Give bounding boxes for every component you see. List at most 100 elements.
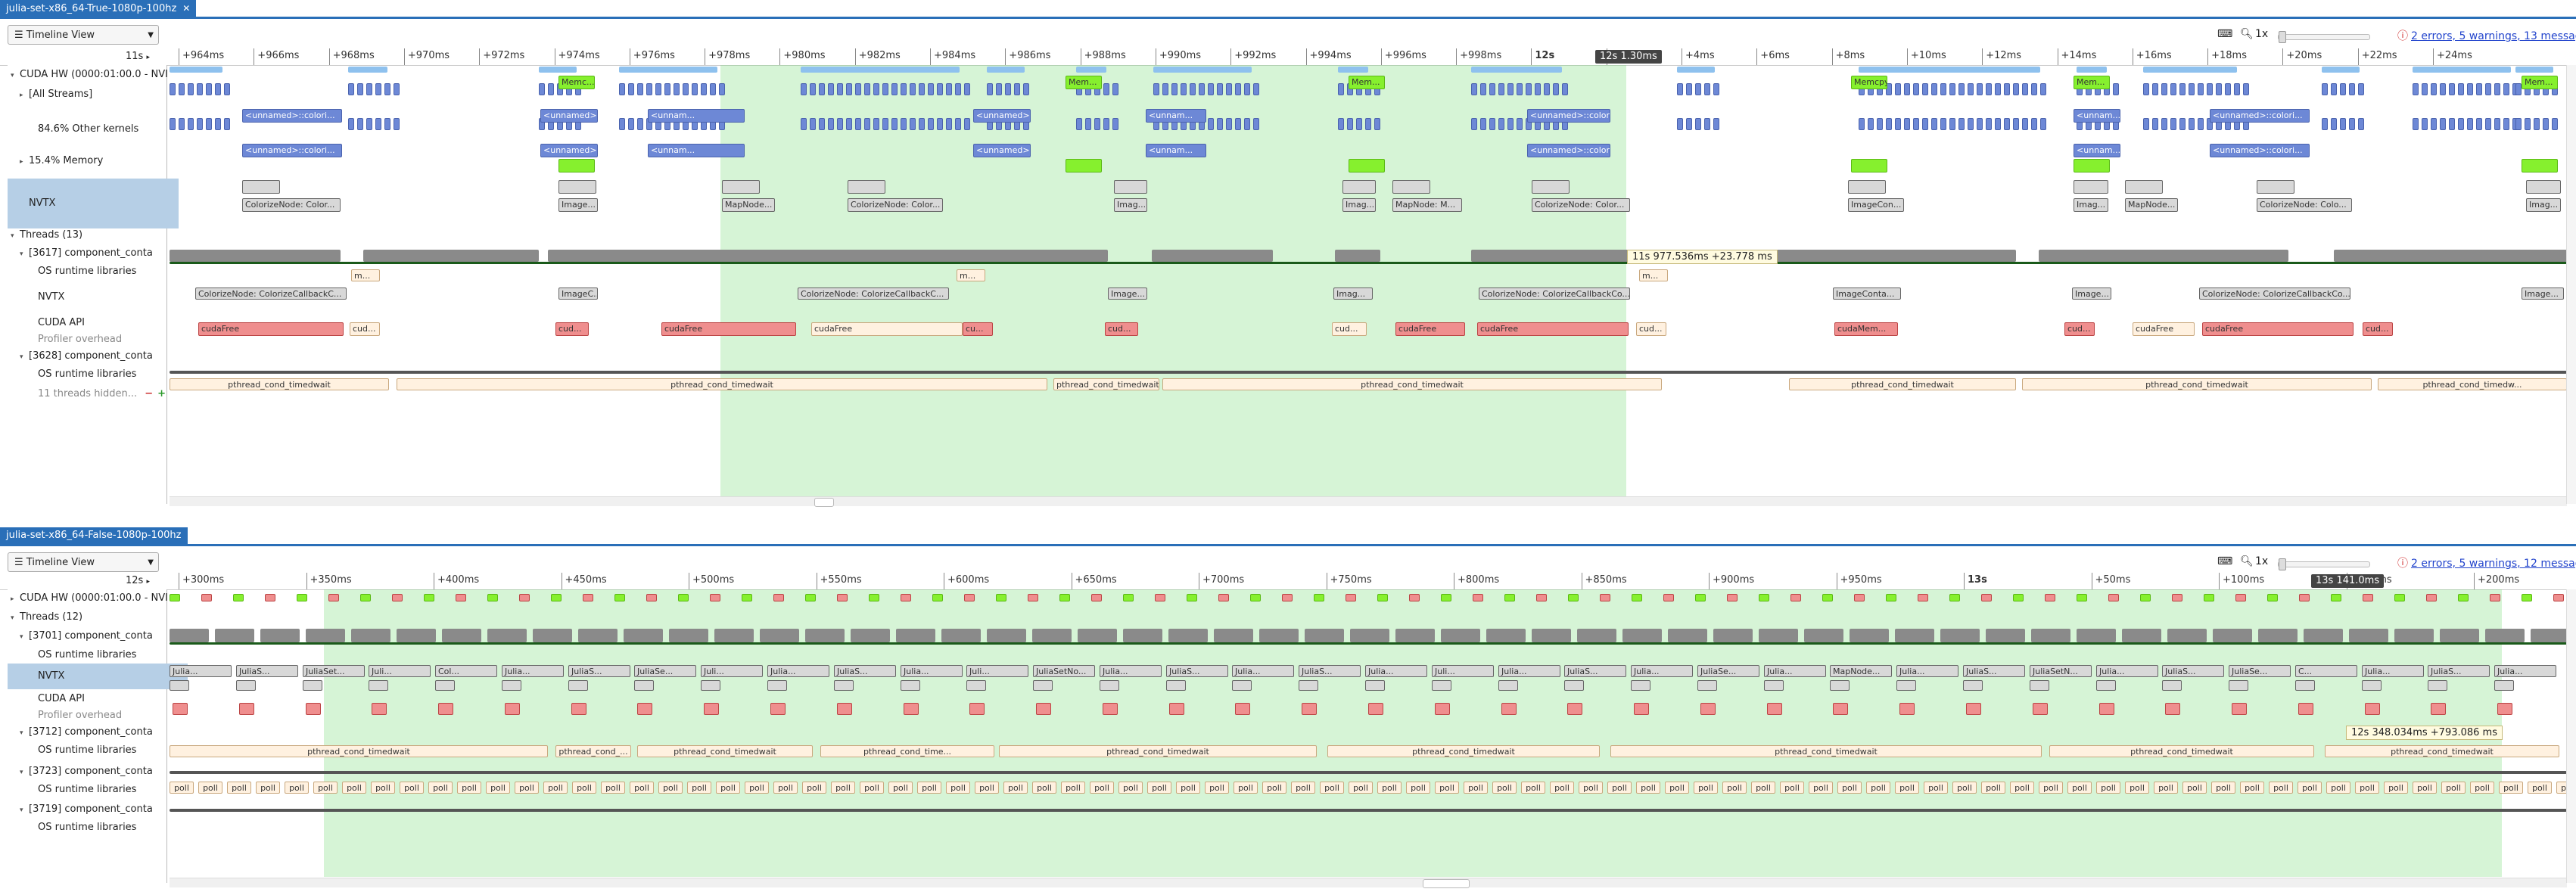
os-runtime-call[interactable]: m... — [1639, 269, 1668, 281]
cuda-api-call[interactable] — [2497, 703, 2512, 715]
kernel-bar[interactable] — [1995, 118, 2001, 130]
thread-activity-bar[interactable] — [170, 629, 209, 642]
kernel-label-bar[interactable]: <unnamed>::colori... — [242, 109, 342, 123]
kernel-bar[interactable] — [197, 118, 203, 130]
poll-call[interactable]: poll — [917, 782, 941, 794]
nvtx-range[interactable]: JuliaS... — [1564, 665, 1626, 677]
gpu-activity-mark[interactable] — [2299, 594, 2310, 601]
nvtx-range[interactable] — [2526, 180, 2561, 194]
kernel-bar[interactable] — [710, 83, 716, 95]
time-ruler[interactable]: 11s ▸ +964ms+966ms+968ms+970ms+972ms+974… — [0, 48, 2576, 66]
tree-row[interactable]: OS runtime libraries — [8, 742, 188, 759]
nvtx-range[interactable]: Julia... — [1764, 665, 1826, 677]
kernel-bar[interactable] — [1244, 83, 1250, 95]
kernel-bar[interactable] — [548, 83, 554, 95]
tree-row[interactable]: ▾[3719] component_conta — [8, 801, 179, 818]
kernel-bar[interactable] — [628, 83, 634, 95]
kernel-bar[interactable] — [2170, 83, 2176, 95]
nvtx-range[interactable] — [966, 680, 986, 691]
nvtx-range[interactable]: JuliaS... — [236, 665, 298, 677]
poll-call[interactable]: poll — [745, 782, 769, 794]
kernel-bar[interactable] — [619, 83, 625, 95]
thread-activity-bar[interactable] — [2122, 629, 2161, 642]
kernel-bar[interactable] — [701, 83, 707, 95]
thread-nvtx-range[interactable]: Image... — [1108, 287, 1147, 300]
thread-nvtx-range[interactable]: Imag... — [1333, 287, 1373, 300]
kernel-bar[interactable] — [2449, 118, 2455, 130]
tree-row[interactable]: OS runtime libraries — [8, 366, 188, 383]
gpu-activity-mark[interactable] — [551, 594, 562, 601]
kernel-bar[interactable] — [1968, 118, 1974, 130]
pthread-wait[interactable]: pthread_cond_... — [555, 745, 631, 757]
poll-call[interactable]: poll — [716, 782, 740, 794]
nvtx-range[interactable] — [2096, 680, 2116, 691]
kernel-label-bar[interactable]: <unnam... — [1146, 144, 1206, 157]
stream-activity-bar[interactable] — [1338, 67, 1368, 73]
kernel-label-bar[interactable]: <unnam... — [648, 144, 745, 157]
gpu-activity-mark[interactable] — [2045, 594, 2055, 601]
gpu-activity-mark[interactable] — [2013, 594, 2024, 601]
nvtx-range[interactable] — [722, 180, 760, 194]
kernel-bar[interactable] — [2161, 83, 2167, 95]
thread-nvtx-range[interactable]: Image... — [2522, 287, 2564, 300]
horizontal-scrollbar[interactable] — [170, 878, 2567, 888]
nvtx-range[interactable] — [1166, 680, 1186, 691]
kernel-bar[interactable] — [2179, 83, 2186, 95]
tree-row[interactable]: ▾[3701] component_conta — [8, 628, 179, 645]
kernel-bar[interactable] — [987, 83, 993, 95]
kernel-bar[interactable] — [170, 118, 176, 130]
cuda-api-call[interactable]: cud... — [555, 322, 589, 336]
kernel-bar[interactable] — [819, 83, 825, 95]
poll-call[interactable]: poll — [687, 782, 711, 794]
kernel-bar[interactable] — [1374, 118, 1380, 130]
kernel-bar[interactable] — [188, 118, 194, 130]
kernel-bar[interactable] — [2413, 83, 2419, 95]
gpu-activity-mark[interactable] — [1504, 594, 1515, 601]
kernel-bar[interactable] — [2552, 118, 2558, 130]
nvtx-range[interactable]: MapNode... — [2125, 198, 2178, 212]
poll-call[interactable]: poll — [1147, 782, 1171, 794]
kernel-bar[interactable] — [1517, 83, 1523, 95]
poll-call[interactable]: poll — [2298, 782, 2322, 794]
kernel-bar[interactable] — [2207, 83, 2213, 95]
kernel-bar[interactable] — [2179, 118, 2186, 130]
kernel-label-bar[interactable]: <unnam... — [1146, 109, 1206, 123]
kernel-bar[interactable] — [1217, 118, 1223, 130]
kernel-bar[interactable] — [1931, 118, 1937, 130]
thread-nvtx-range[interactable]: ColorizeNode: ColorizeCallbackC... — [195, 287, 347, 300]
nvtx-range[interactable]: Imag... — [2074, 198, 2108, 212]
poll-call[interactable]: poll — [2010, 782, 2034, 794]
nvtx-range[interactable] — [435, 680, 455, 691]
cuda-api-call[interactable] — [505, 703, 520, 715]
thread-activity-bar[interactable] — [1577, 629, 1616, 642]
poll-call[interactable]: poll — [457, 782, 481, 794]
kernel-bar[interactable] — [1931, 83, 1937, 95]
thread-activity-bar[interactable] — [1804, 629, 1843, 642]
memory-bar[interactable] — [2522, 159, 2558, 172]
kernel-bar[interactable] — [1103, 118, 1109, 130]
stream-activity-bar[interactable] — [2077, 67, 2107, 73]
cuda-api-call[interactable]: cud... — [1332, 322, 1367, 336]
poll-call[interactable]: poll — [1809, 782, 1833, 794]
kernel-bar[interactable] — [1526, 83, 1532, 95]
poll-call[interactable]: poll — [2470, 782, 2494, 794]
kernel-bar[interactable] — [1471, 118, 1477, 130]
nvtx-range[interactable]: JuliaS... — [1299, 665, 1361, 677]
cuda-api-call[interactable]: cu... — [963, 322, 993, 336]
poll-call[interactable]: poll — [313, 782, 338, 794]
poll-call[interactable]: poll — [946, 782, 970, 794]
kernel-bar[interactable] — [2331, 118, 2337, 130]
kernel-bar[interactable] — [1112, 83, 1118, 95]
kernel-bar[interactable] — [1913, 118, 1919, 130]
kernel-bar[interactable] — [1094, 118, 1100, 130]
cuda-api-call[interactable] — [239, 703, 254, 715]
nvtx-range[interactable]: Julia... — [1100, 665, 1162, 677]
zoom-slider-thumb[interactable] — [2279, 31, 2286, 43]
nvtx-range[interactable] — [1764, 680, 1784, 691]
kernel-label-bar[interactable]: <unnamed>::colori... — [973, 144, 1031, 157]
stream-activity-bar[interactable] — [2322, 67, 2360, 73]
pthread-wait[interactable]: pthread_cond_timedwait — [2325, 745, 2559, 757]
gpu-activity-mark[interactable] — [1123, 594, 1134, 601]
kernel-bar[interactable] — [2040, 118, 2046, 130]
kernel-bar[interactable] — [1347, 118, 1353, 130]
